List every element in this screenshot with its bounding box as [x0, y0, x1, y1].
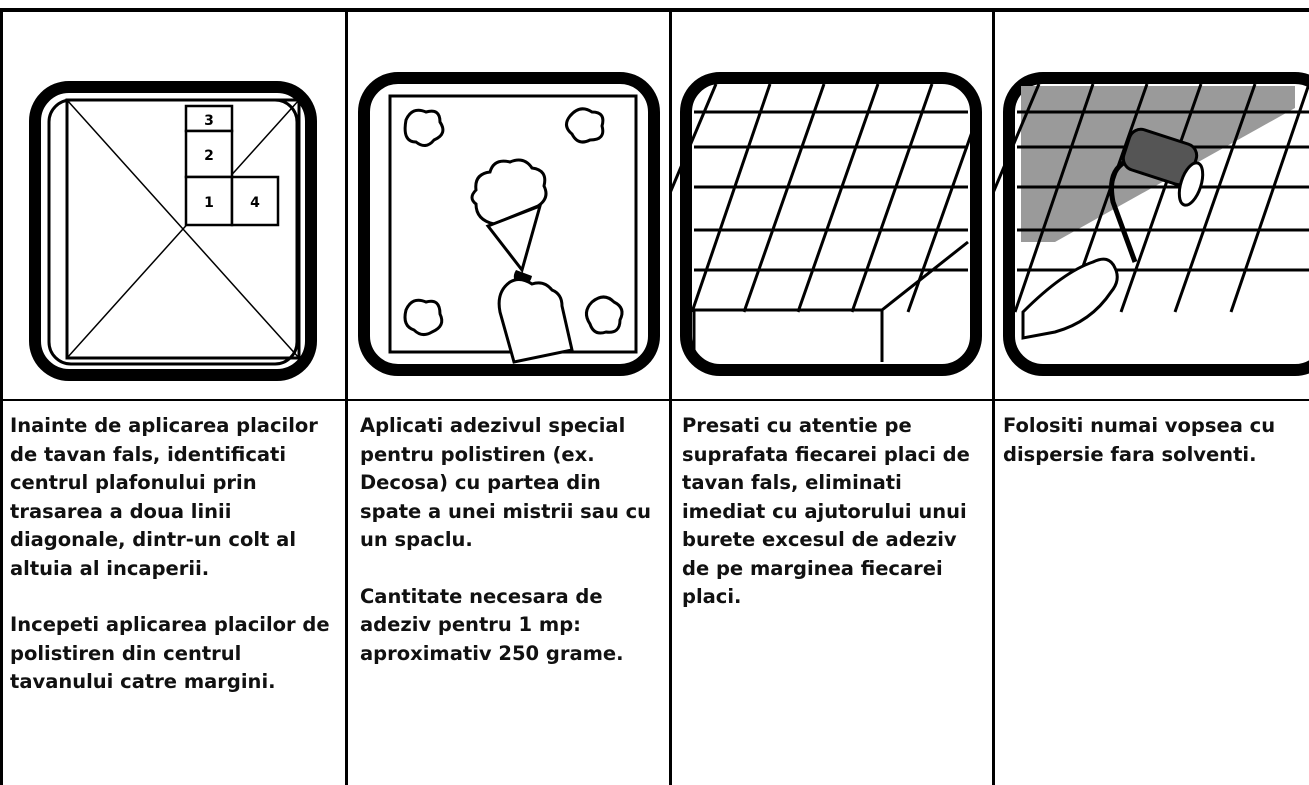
column-divider	[345, 8, 348, 785]
caption-paragraph: Incepeti aplicarea placilor de polistire…	[10, 613, 330, 693]
tile-number: 1	[204, 195, 214, 211]
caption-paragraph: Folositi numai vopsea cu dispersie fara …	[1003, 414, 1276, 466]
column-divider	[669, 8, 672, 785]
spatula-adhesive-icon	[358, 72, 660, 376]
paint-roller-icon	[995, 72, 1309, 376]
column-divider	[0, 8, 3, 785]
step-1-caption: Inainte de aplicarea placilor de tavan f…	[10, 412, 340, 725]
step-4-caption: Folositi numai vopsea cu dispersie fara …	[1003, 412, 1305, 497]
row-divider	[0, 399, 1309, 401]
tile-number: 2	[204, 148, 214, 164]
top-border	[0, 8, 1309, 12]
step-3-caption: Presati cu atentie pe suprafata fiecarei…	[682, 412, 984, 640]
caption-paragraph: Cantitate necesara de adeziv pentru 1 mp…	[360, 584, 624, 665]
ceiling-diagonals-tile-order-icon: 3 2 1 4	[29, 81, 317, 381]
step-2-illustration	[348, 12, 669, 399]
tiled-ceiling-icon	[672, 72, 982, 376]
step-2-caption: Aplicati adezivul special pentru polisti…	[360, 412, 662, 696]
tile-number: 4	[250, 195, 260, 211]
caption-paragraph: Presati cu atentie pe suprafata fiecarei…	[682, 414, 970, 608]
step-4-illustration	[995, 12, 1309, 399]
caption-paragraph: Inainte de aplicarea placilor de tavan f…	[10, 414, 318, 580]
step-3-illustration	[672, 12, 992, 399]
step-1-illustration: 3 2 1 4	[3, 12, 345, 399]
tile-number: 3	[204, 113, 214, 129]
column-divider	[992, 8, 995, 785]
caption-paragraph: Aplicati adezivul special pentru polisti…	[360, 414, 652, 551]
